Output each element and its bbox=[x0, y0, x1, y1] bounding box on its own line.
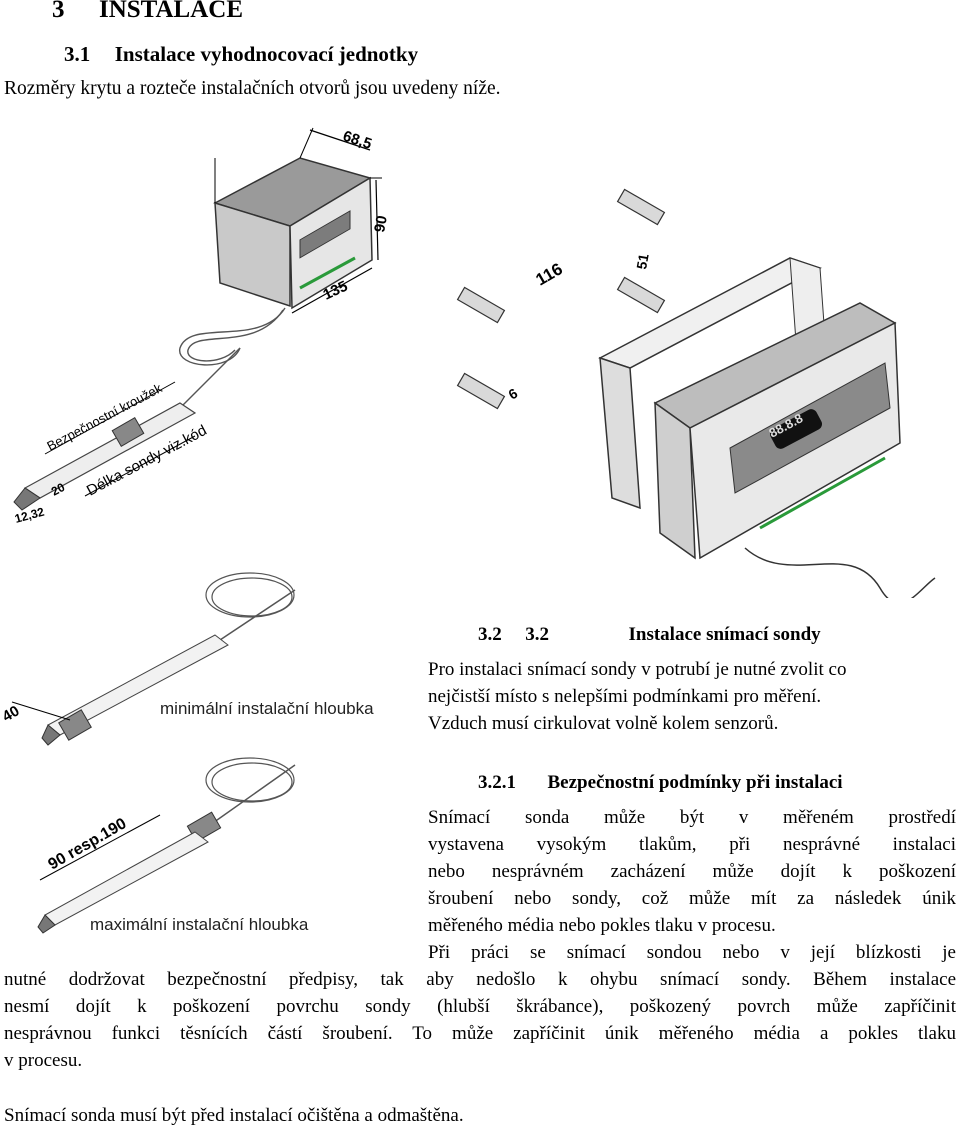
dim-hole-diameter: 6 bbox=[506, 385, 521, 403]
section-3-2-line-3: Vzduch musí cirkulovat volně kolem senzo… bbox=[428, 713, 779, 734]
installation-depth-figure: 40 minimální instalační hloubka 90 resp.… bbox=[0, 572, 374, 934]
large-housing-drawing bbox=[598, 257, 936, 598]
label-min-depth: minimální instalační hloubka bbox=[160, 699, 374, 718]
chapter-heading: 3 INSTALACE bbox=[52, 0, 243, 24]
paragraph-line-9: nesprávnou funkci těsnících částí šroube… bbox=[4, 1023, 956, 1044]
dim-hole-horizontal: 116 bbox=[533, 259, 566, 289]
dim-width: 68,5 bbox=[341, 128, 374, 153]
paragraph-line-2: vystavena vysokým tlakům, při nesprávné … bbox=[428, 834, 956, 855]
section-3-2-1-full-width: nutné dodržovat bezpečnostní předpisy, t… bbox=[4, 966, 956, 1074]
final-note: Snímací sonda musí být před instalací oč… bbox=[4, 1105, 464, 1126]
paragraph-line-4: šroubení nebo sondy, což může mít za nás… bbox=[428, 888, 956, 909]
paragraph-line-10: v procesu. bbox=[4, 1050, 83, 1071]
dim-hole-vertical: 51 bbox=[633, 252, 651, 270]
section-3-1-intro: Rozměry krytu a rozteče instalačních otv… bbox=[4, 78, 501, 99]
dim-tip-1: 20 bbox=[49, 480, 68, 499]
paragraph-line-6: Při práci se snímací sondou nebo v její … bbox=[428, 942, 956, 963]
paragraph-line-1: Snímací sonda může být v měřeném prostře… bbox=[428, 807, 956, 828]
section-3-2-heading: 3.2 3.2 Instalace snímací sondy bbox=[478, 624, 898, 646]
dim-max-depth: 90 resp.190 bbox=[46, 815, 130, 873]
max-depth-probe-drawing bbox=[37, 757, 296, 934]
section-3-1-number: 3.1 bbox=[64, 42, 91, 66]
dim-min-depth: 40 bbox=[0, 702, 22, 725]
min-depth-probe-drawing bbox=[11, 572, 296, 746]
chapter-title: INSTALACE bbox=[99, 0, 244, 23]
section-3-2-title: Instalace snímací sondy bbox=[628, 624, 821, 645]
section-3-2-1-column: Snímací sonda může být v měřeném prostře… bbox=[428, 804, 956, 966]
section-3-2-line-2: nejčistší místo s nelepšími podmínkami p… bbox=[428, 686, 822, 707]
section-3-2-body: Pro instalaci snímací sondy v potrubí je… bbox=[428, 656, 954, 737]
paragraph-line-5: měřeného média nebo pokles tlaku v proce… bbox=[428, 915, 776, 936]
paragraph-line-8: nesmí dojít k poškození povrchu sondy (h… bbox=[4, 996, 956, 1017]
probe-drawing bbox=[13, 381, 197, 511]
section-3-2-line-1: Pro instalaci snímací sondy v potrubí je… bbox=[428, 659, 847, 680]
mounting-bolts-drawing bbox=[456, 188, 666, 410]
probe-cable-drawing bbox=[179, 307, 286, 409]
section-3-2-1-number: 3.2.1 bbox=[478, 772, 516, 793]
section-3-2-prefix: 3.2 bbox=[478, 624, 502, 645]
section-3-2-number: 3.2 bbox=[525, 624, 549, 645]
dim-tip-2: 12,32 bbox=[13, 505, 46, 526]
chapter-number: 3 bbox=[52, 0, 65, 23]
label-safety-ring: Bezpečnostní kroužek bbox=[44, 380, 164, 454]
evaluation-unit-figure: 68,5 90 135 Bezpečnostní kroužek Délka s… bbox=[13, 127, 936, 598]
paragraph-line-3: nebo nesprávném zacházení může dojít k p… bbox=[428, 861, 956, 882]
section-3-1-heading: 3.1 Instalace vyhodnocovací jednotky bbox=[64, 42, 418, 67]
section-3-2-1-title: Bezpečnostní podmínky při instalaci bbox=[547, 772, 843, 793]
label-max-depth: maximální instalační hloubka bbox=[90, 915, 309, 934]
section-3-2-1-heading: 3.2.1 Bezpečnostní podmínky při instalac… bbox=[478, 772, 938, 794]
section-3-1-title: Instalace vyhodnocovací jednotky bbox=[114, 42, 419, 66]
paragraph-line-7: nutné dodržovat bezpečnostní předpisy, t… bbox=[4, 969, 956, 990]
dim-height: 90 bbox=[371, 214, 391, 233]
small-housing-drawing bbox=[213, 127, 382, 314]
